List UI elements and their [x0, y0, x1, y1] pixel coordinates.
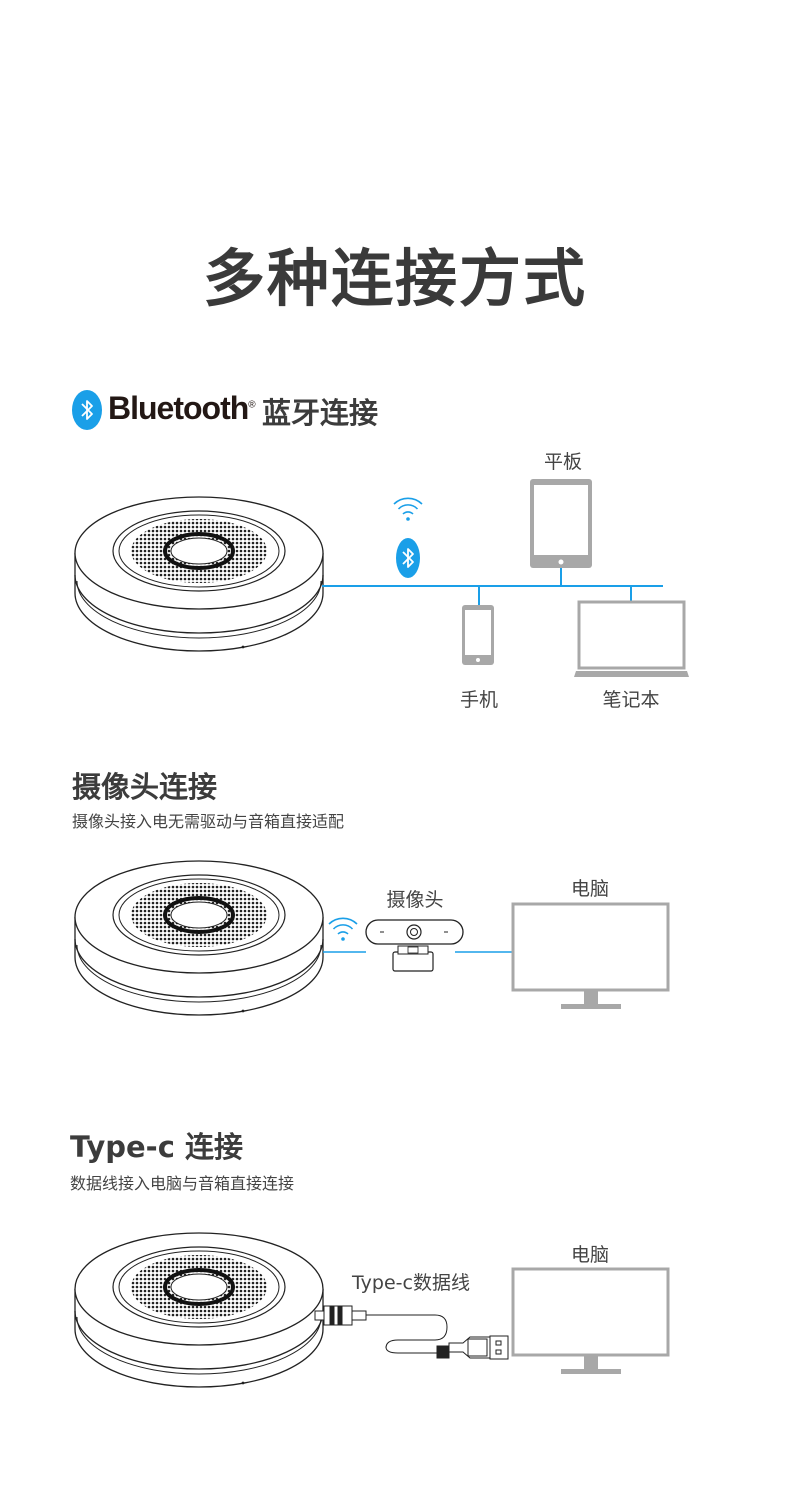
- monitor-icon: [511, 1267, 670, 1376]
- computer-label: 电脑: [570, 1244, 610, 1266]
- page-title: 多种连接方式: [202, 242, 587, 315]
- typec-cable-icon: [314, 1305, 509, 1360]
- bluetooth-brand: Bluetooth®: [108, 390, 256, 427]
- camera-section-title: 摄像头连接: [72, 770, 218, 804]
- bluetooth-icon: [396, 538, 420, 578]
- computer-label: 电脑: [570, 878, 610, 900]
- camera-label: 摄像头: [386, 889, 444, 911]
- laptop-icon: [574, 600, 689, 677]
- bluetooth-logo-icon: [72, 390, 102, 430]
- webcam-icon: [365, 919, 464, 972]
- laptop-label: 笔记本: [602, 689, 660, 711]
- speaker-illustration: [73, 1231, 325, 1389]
- registered-mark: ®: [248, 399, 255, 411]
- tablet-label: 平板: [543, 451, 583, 473]
- phone-icon: [462, 605, 494, 665]
- bluetooth-section-title: 蓝牙连接: [262, 396, 379, 430]
- camera-section-subtitle: 摄像头接入电无需驱动与音箱直接适配: [72, 812, 345, 831]
- tablet-icon: [530, 479, 592, 568]
- typec-section-subtitle: 数据线接入电脑与音箱直接连接: [70, 1174, 295, 1193]
- phone-label: 手机: [459, 689, 499, 711]
- typec-section-title: Type-c 连接: [70, 1130, 243, 1164]
- bluetooth-brand-text: Bluetooth: [108, 390, 249, 426]
- cable-label: Type-c数据线: [352, 1272, 470, 1294]
